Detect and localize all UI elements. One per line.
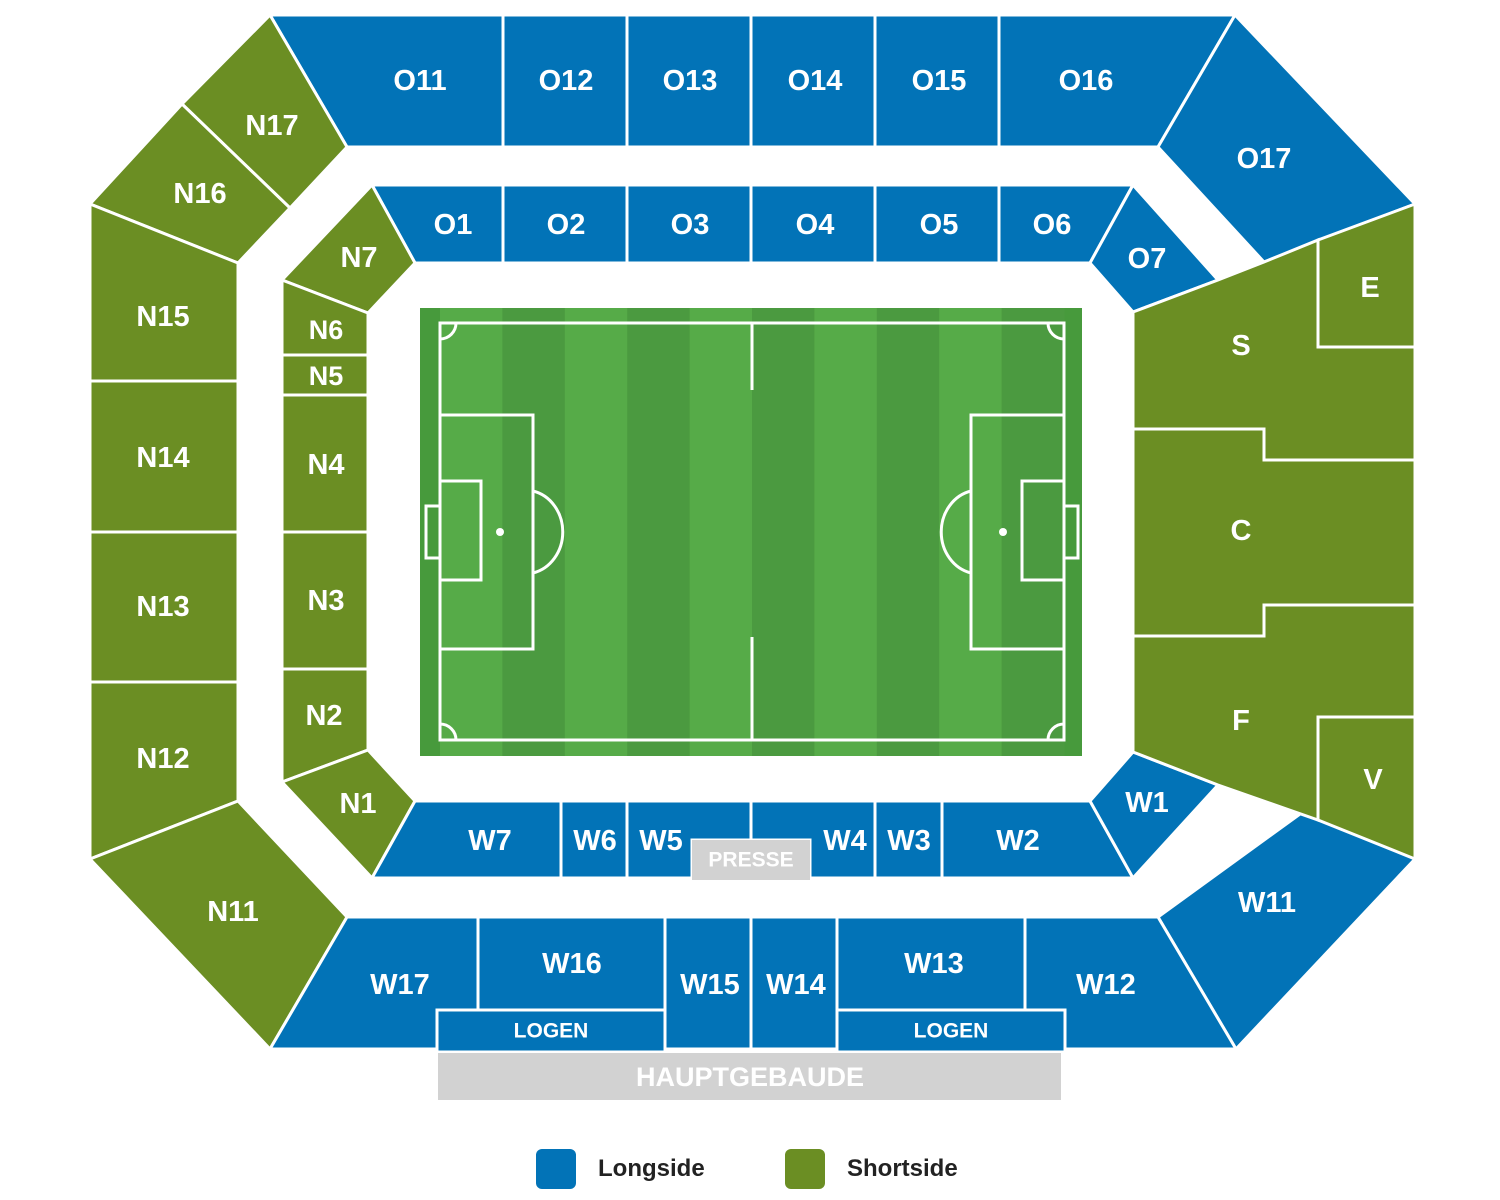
shortside-swatch [785,1149,825,1189]
pitch-stripe [1001,308,1065,756]
hauptgebaude-block [438,1053,1061,1100]
section-o12[interactable] [501,13,629,149]
section-n5[interactable] [280,353,370,397]
section-n4[interactable] [280,393,370,534]
section-v[interactable] [1316,715,1417,862]
section-w13[interactable] [835,915,1027,1012]
corner-arc-tl [439,322,458,341]
section-w16[interactable] [476,915,667,1012]
legend-shortside: Shortside [785,1148,958,1190]
penalty-arc-left [532,489,565,575]
section-w14[interactable] [749,915,839,1051]
goal-left [424,504,442,560]
presse-label: PRESSE [708,849,793,872]
logen-left-block[interactable] [435,1008,667,1054]
section-w6[interactable] [559,799,629,880]
pitch-stripe [627,308,691,756]
pitch-stripe [689,308,753,756]
section-o14[interactable] [749,13,877,149]
section-o3[interactable] [625,183,753,265]
logen-right-block[interactable] [835,1008,1067,1054]
section-w15[interactable] [663,915,753,1051]
section-o4[interactable] [749,183,877,265]
penalty-spot-left [496,528,504,536]
pitch-stripe [752,308,815,756]
corner-arc-tr [1046,322,1065,341]
section-w3[interactable] [873,799,944,880]
hauptgebaude-label: HAUPTGEBAUDE [636,1062,864,1092]
pitch [420,308,1082,756]
legend-longside: Longside [536,1148,705,1190]
presse-block [692,840,810,880]
pitch-stripe [814,308,878,756]
section-o5[interactable] [873,183,1001,265]
pitch-stripes [440,308,1065,756]
section-n13[interactable] [88,530,240,684]
section-n14[interactable] [88,379,240,534]
section-o2[interactable] [501,183,629,265]
section-o13[interactable] [625,13,753,149]
legend-longside-label: Longside [598,1155,705,1182]
longside-swatch [536,1149,576,1189]
section-o15[interactable] [873,13,1001,149]
section-n3[interactable] [280,530,370,671]
corner-arc-bl [439,722,458,741]
pitch-stripe [876,308,940,756]
penalty-arc-right [939,489,972,575]
facilities: PRESSE LOGEN LOGEN HAUPTGEBAUDE [435,840,1067,1100]
sections [87,12,1418,1052]
penalty-spot-right [999,528,1007,536]
pitch-stripe [564,308,628,756]
corner-arc-br [1046,722,1065,741]
goal-right [1062,504,1080,560]
legend-shortside-label: Shortside [847,1155,958,1182]
pitch-stripe [440,308,503,756]
